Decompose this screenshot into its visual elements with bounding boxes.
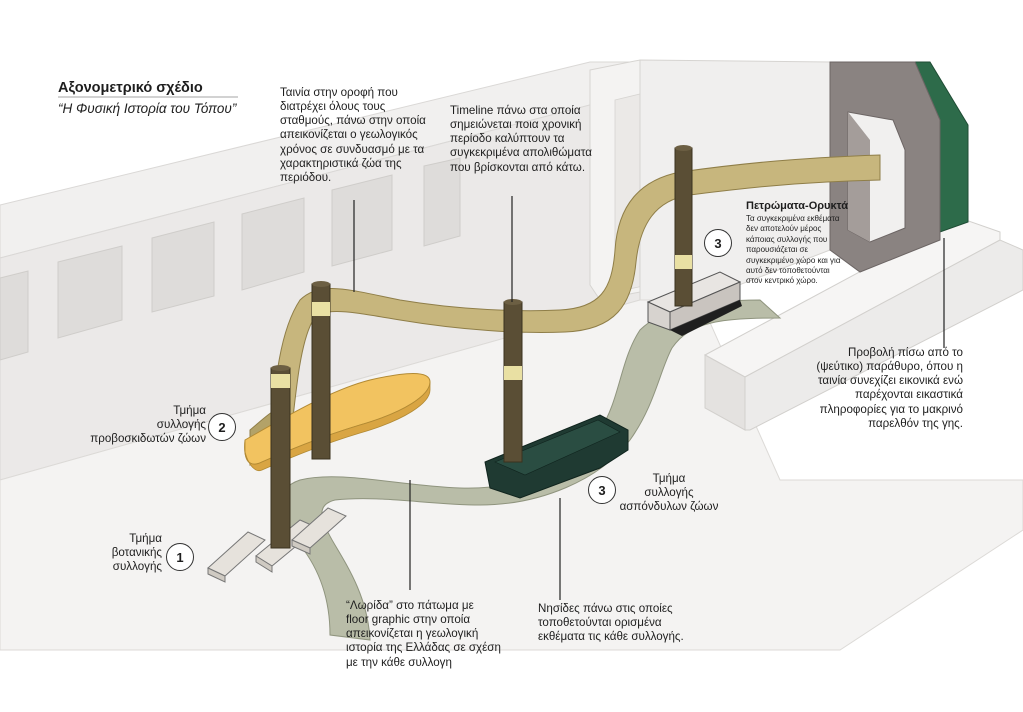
marker-invertebrate: 3 [588, 476, 616, 504]
fossils-box-base [670, 300, 742, 336]
annotation-botanical: Τμήμα βοτανικής συλλογής [111, 532, 162, 574]
columns [270, 145, 693, 549]
annotation-projection: Προβολή πίσω από το (ψεύτικο) παράθυρο, … [816, 346, 963, 430]
column-4 [674, 147, 693, 307]
annotation-islands: Νησίδες πάνω στις οποίες τοποθετούνται ο… [538, 602, 684, 644]
page-subtitle: “Η Φυσική Ιστορία του Τόπου” [58, 101, 237, 116]
annotation-invertebrate: Τμήμα συλλογής ασπόνδυλων ζώων [619, 472, 719, 514]
platform-invertebrate-top [494, 419, 621, 476]
column-3 [503, 301, 523, 463]
ceiling-strip [269, 154, 881, 446]
marker-proboscidean: 2 [208, 413, 236, 441]
marker-botanical: 1 [166, 543, 194, 571]
column-1 [270, 367, 291, 549]
annotation-fossils-title: Πετρώματα-Ορυκτά [746, 200, 848, 212]
annotation-timeline: Timeline πάνω στα οποία σημειώνεται ποια… [450, 104, 592, 174]
annotation-fossils-desc: Τα συγκεκριμένα εκθέματα δεν αποτελούν μ… [746, 214, 841, 286]
annotation-ceiling-strip: Ταινία στην οροφή που διατρέχει όλους το… [280, 86, 426, 184]
annotation-floor-strip: “Λωρίδα” στο πάτωμα με floor graphic στη… [346, 599, 501, 669]
low-wall-long-face [744, 239, 1023, 431]
marker-fossils: 3 [704, 229, 732, 257]
annotation-proboscidean: Τμήμα συλλογής προβοσκιδωτών ζώων [90, 404, 206, 446]
wall-windows [0, 157, 461, 361]
platform-proboscidean-side [244, 381, 431, 471]
leader-lines [353, 196, 945, 600]
page-title: Αξονομετρικό σχέδιο [58, 80, 203, 96]
